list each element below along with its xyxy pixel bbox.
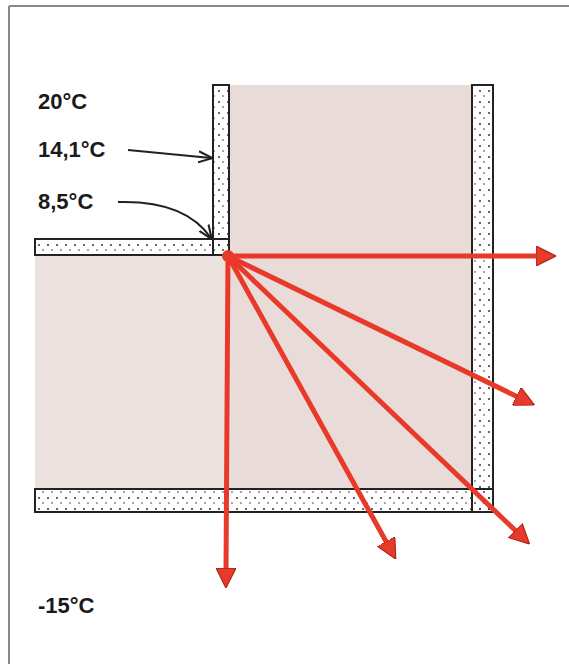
outer-wall (472, 85, 493, 512)
shaded-zone (35, 256, 231, 489)
temperature-label: -15°C (38, 594, 94, 618)
frame (8, 6, 10, 664)
inner-wall (35, 239, 229, 255)
temperature-label: 8,5°C (38, 190, 93, 214)
outer-wall (35, 489, 493, 512)
temperature-label: 14,1°C (38, 138, 106, 162)
frame (9, 5, 569, 7)
inner-wall (213, 85, 229, 255)
heat-flow-arrows (226, 256, 540, 572)
corner-point (222, 250, 234, 262)
leader-line (118, 202, 211, 238)
shaded-zone (230, 85, 471, 489)
leader-line (128, 150, 211, 158)
temperature-label: 20°C (38, 90, 87, 114)
